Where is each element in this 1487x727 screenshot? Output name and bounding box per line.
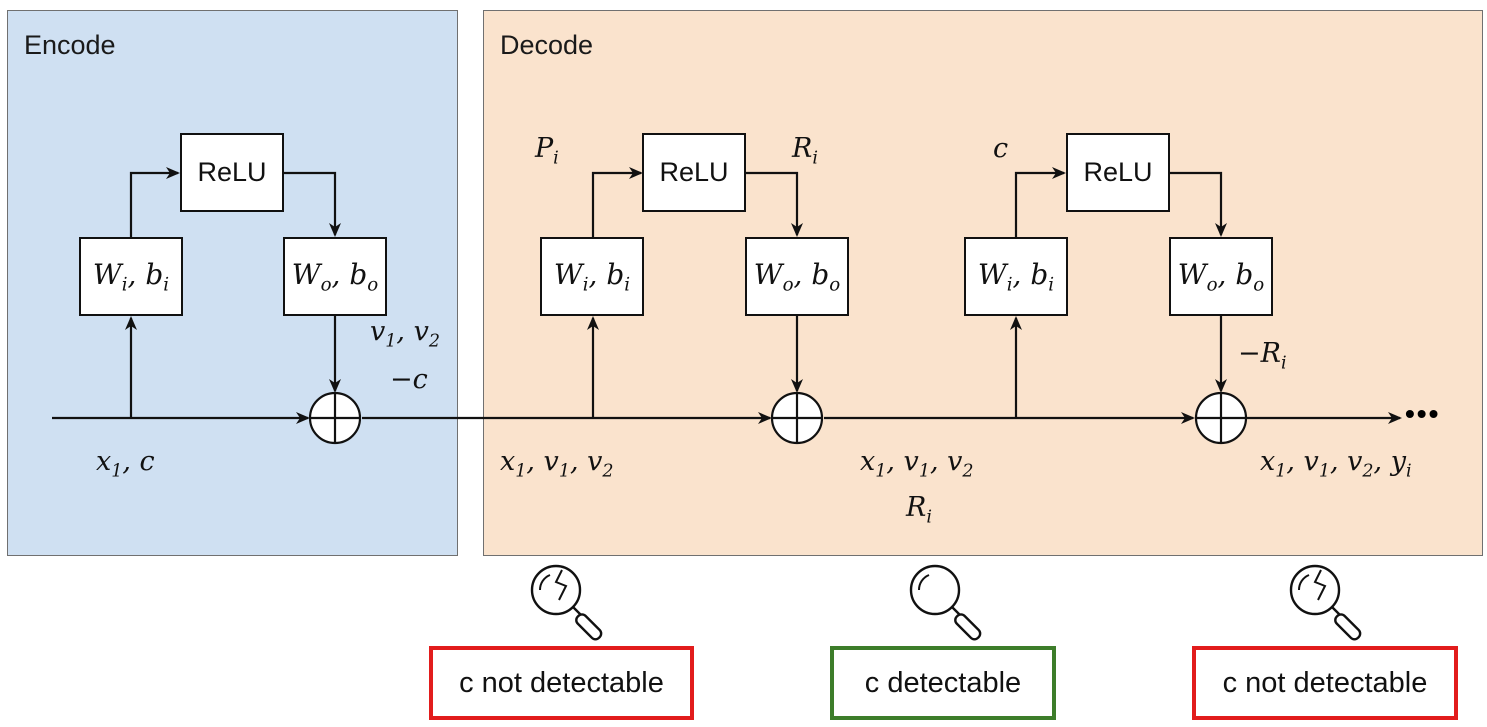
decode2-minus-r-label: −Ri xyxy=(1238,338,1287,374)
sum-node-encode xyxy=(308,391,362,445)
encode-relu-box: ReLU xyxy=(180,133,284,212)
encode-input-label: x1, c xyxy=(96,446,155,482)
decode1-wo-bo-label: Wo, bo xyxy=(753,257,841,296)
decode1-p-label: Pi xyxy=(535,133,559,169)
decode2-relu-box: ReLU xyxy=(1066,133,1170,212)
decode2-c-label: c xyxy=(993,133,1009,164)
encode-v-label: v1, v2 xyxy=(370,316,440,352)
decode1-output-r-label: Ri xyxy=(906,492,932,528)
status-not-detectable-2: c not detectable xyxy=(1192,646,1458,720)
status-text-2: c detectable xyxy=(864,666,1022,699)
sum-node-decode-1 xyxy=(770,391,824,445)
encode-wo-bo-label: Wo, bo xyxy=(291,257,379,296)
decode1-wi-bi-box: Wi, bi xyxy=(540,237,644,316)
decode1-relu-label: ReLU xyxy=(659,157,729,187)
decode1-wi-bi-label: Wi, bi xyxy=(553,257,631,296)
status-detectable: c detectable xyxy=(830,646,1056,720)
decode2-wo-bo-label: Wo, bo xyxy=(1177,257,1265,296)
encode-title: Encode xyxy=(24,30,116,60)
decode1-relu-box: ReLU xyxy=(642,133,746,212)
decode2-wi-bi-label: Wi, bi xyxy=(977,257,1055,296)
decode2-wi-bi-box: Wi, bi xyxy=(964,237,1068,316)
decode1-wo-bo-box: Wo, bo xyxy=(745,237,849,316)
decode1-input-label: x1, v1, v2 xyxy=(500,446,614,482)
encode-relu-label: ReLU xyxy=(197,157,267,187)
decode2-wo-bo-box: Wo, bo xyxy=(1169,237,1273,316)
decode1-output-label: x1, v1, v2 xyxy=(860,446,974,482)
decode2-relu-label: ReLU xyxy=(1083,157,1153,187)
continuation-ellipsis: ••• xyxy=(1405,398,1441,429)
decode1-r-label: Ri xyxy=(792,133,818,169)
status-not-detectable-1: c not detectable xyxy=(429,646,694,720)
status-text-1: c not detectable xyxy=(459,666,664,699)
status-text-3: c not detectable xyxy=(1222,666,1428,699)
decode-title: Decode xyxy=(500,30,594,60)
sum-node-decode-2 xyxy=(1194,391,1248,445)
decode2-output-label: x1, v1, v2, yi xyxy=(1260,446,1412,482)
magnifier-icon xyxy=(909,564,982,641)
cracked-magnifier-icon xyxy=(1289,564,1362,641)
encode-minus-c-label: −c xyxy=(390,364,428,395)
encode-wo-bo-box: Wo, bo xyxy=(283,237,387,316)
encode-wi-bi-label: Wi, bi xyxy=(92,257,170,296)
cracked-magnifier-icon xyxy=(530,564,603,641)
encode-wi-bi-box: Wi, bi xyxy=(79,237,183,316)
